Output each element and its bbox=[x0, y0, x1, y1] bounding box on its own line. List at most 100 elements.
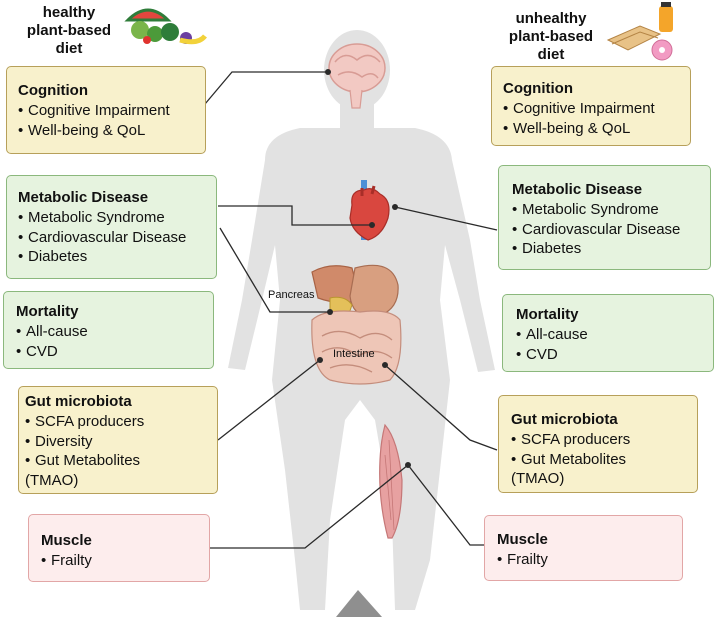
item-text: SCFA producers bbox=[521, 431, 631, 448]
right-muscle-title: Muscle bbox=[497, 531, 548, 548]
bullet: • bbox=[516, 326, 522, 343]
left-diet-header: healthy plant-based diet bbox=[14, 4, 124, 58]
item-text: Frailty bbox=[507, 551, 548, 568]
connector-lines bbox=[204, 71, 498, 549]
right-mortality-box: Mortality •All-cause •CVD bbox=[502, 294, 714, 372]
balance-triangle-icon bbox=[336, 590, 382, 617]
left-gut-item-3: •Gut Metabolites bbox=[25, 451, 217, 471]
bullet: • bbox=[18, 121, 24, 139]
item-text: Metabolic Syndrome bbox=[28, 209, 165, 226]
right-muscle-box: Muscle •Frailty bbox=[484, 515, 683, 581]
intestine-label: Intestine bbox=[333, 348, 375, 360]
bullet: • bbox=[16, 342, 22, 360]
pancreas-label: Pancreas bbox=[268, 289, 315, 301]
right-metabolic-item-3: •Diabetes bbox=[512, 239, 710, 259]
unhealthy-food-icon bbox=[606, 2, 673, 61]
item-text: Gut Metabolites bbox=[35, 452, 141, 469]
right-header-line1: unhealthy bbox=[515, 10, 587, 27]
item-text: Cognitive Impairment bbox=[28, 102, 170, 119]
bullet: • bbox=[512, 201, 518, 218]
left-metabolic-item-1: •Metabolic Syndrome bbox=[18, 208, 216, 228]
bullet: • bbox=[497, 551, 503, 568]
right-metabolic-title: Metabolic Disease bbox=[512, 181, 643, 198]
item-text: Well-being & QoL bbox=[513, 119, 631, 137]
left-mortality-title: Mortality bbox=[16, 303, 79, 320]
right-mortality-item-1: •All-cause bbox=[516, 325, 713, 345]
bullet: • bbox=[511, 450, 517, 468]
left-mortality-item-1: •All-cause bbox=[16, 322, 213, 342]
intestine-illustration bbox=[311, 310, 402, 385]
bullet: • bbox=[18, 209, 24, 226]
item-text: Cognitive Impairment bbox=[513, 100, 655, 117]
heart-illustration bbox=[349, 180, 390, 241]
item-text: SCFA producers bbox=[35, 413, 145, 430]
left-gut-item-1: •SCFA producers bbox=[25, 412, 217, 432]
left-metabolic-title: Metabolic Disease bbox=[18, 189, 149, 206]
bullet: • bbox=[512, 220, 518, 238]
right-metabolic-item-2: •Cardiovascular Disease bbox=[512, 220, 710, 240]
right-mortality-item-2: •CVD bbox=[516, 345, 713, 365]
left-header-line1: healthy bbox=[42, 4, 96, 21]
right-cognition-item-2: •Well-being & QoL bbox=[503, 119, 690, 139]
bullet: • bbox=[25, 413, 31, 430]
bullet: • bbox=[18, 228, 24, 246]
left-header-line3: diet bbox=[55, 40, 83, 57]
right-cognition-title: Cognition bbox=[503, 80, 573, 97]
left-cognition-box: Cognition •Cognitive Impairment •Well-be… bbox=[6, 66, 206, 154]
bullet: • bbox=[512, 240, 518, 257]
left-mortality-item-2: •CVD bbox=[16, 342, 213, 362]
brain-illustration bbox=[328, 43, 386, 109]
bullet: • bbox=[503, 100, 509, 117]
left-cognition-title: Cognition bbox=[18, 82, 88, 99]
right-gut-title: Gut microbiota bbox=[511, 411, 618, 428]
item-text: Diversity bbox=[35, 432, 93, 450]
right-diet-header: unhealthy plant-based diet bbox=[496, 10, 606, 64]
right-cognition-item-1: •Cognitive Impairment bbox=[503, 99, 690, 119]
right-gut-item-1: •SCFA producers bbox=[511, 430, 697, 450]
right-metabolic-box: Metabolic Disease •Metabolic Syndrome •C… bbox=[498, 165, 711, 270]
right-header-line2: plant-based bbox=[508, 28, 594, 45]
right-muscle-item-1: •Frailty bbox=[497, 550, 682, 570]
left-muscle-item-1: •Frailty bbox=[41, 551, 209, 571]
item-text: Cardiovascular Disease bbox=[28, 228, 187, 246]
left-muscle-title: Muscle bbox=[41, 532, 92, 549]
left-cognition-item-1: •Cognitive Impairment bbox=[18, 101, 205, 121]
bullet: • bbox=[18, 248, 24, 265]
item-text: CVD bbox=[26, 342, 58, 360]
right-cognition-box: Cognition •Cognitive Impairment •Well-be… bbox=[491, 66, 691, 146]
item-text: Diabetes bbox=[522, 240, 582, 257]
bullet: • bbox=[25, 452, 31, 469]
item-text: All-cause bbox=[26, 323, 88, 340]
right-mortality-title: Mortality bbox=[516, 306, 579, 323]
left-gut-title: Gut microbiota bbox=[25, 393, 132, 410]
item-text: Frailty bbox=[51, 552, 92, 569]
item-text: Diabetes bbox=[28, 248, 88, 265]
bullet: • bbox=[16, 323, 22, 340]
right-metabolic-item-1: •Metabolic Syndrome bbox=[512, 200, 710, 220]
right-gut-box: Gut microbiota •SCFA producers •Gut Meta… bbox=[498, 395, 698, 493]
bullet: • bbox=[511, 431, 517, 448]
bullet: • bbox=[516, 345, 522, 363]
right-gut-item-2: •Gut Metabolites bbox=[511, 450, 697, 470]
item-text: Well-being & QoL bbox=[28, 121, 146, 139]
left-gut-box: Gut microbiota •SCFA producers •Diversit… bbox=[18, 386, 218, 494]
left-header-line2: plant-based bbox=[26, 22, 112, 39]
bullet: • bbox=[41, 552, 47, 569]
left-metabolic-item-2: •Cardiovascular Disease bbox=[18, 228, 216, 248]
left-gut-item-2: •Diversity bbox=[25, 432, 217, 452]
item-text: CVD bbox=[526, 345, 558, 363]
healthy-food-icon bbox=[124, 8, 207, 45]
left-gut-item-4: (TMAO) bbox=[25, 471, 79, 489]
left-metabolic-box: Metabolic Disease •Metabolic Syndrome •C… bbox=[6, 175, 217, 279]
bullet: • bbox=[503, 119, 509, 137]
right-gut-item-3: (TMAO) bbox=[511, 470, 565, 487]
item-text: All-cause bbox=[526, 326, 588, 343]
item-text: Cardiovascular Disease bbox=[522, 220, 681, 238]
left-metabolic-item-3: •Diabetes bbox=[18, 247, 216, 267]
bullet: • bbox=[25, 432, 31, 450]
item-text: Gut Metabolites bbox=[521, 450, 627, 468]
left-cognition-item-2: •Well-being & QoL bbox=[18, 121, 205, 141]
left-mortality-box: Mortality •All-cause •CVD bbox=[3, 291, 214, 369]
digestive-organs bbox=[311, 264, 399, 323]
